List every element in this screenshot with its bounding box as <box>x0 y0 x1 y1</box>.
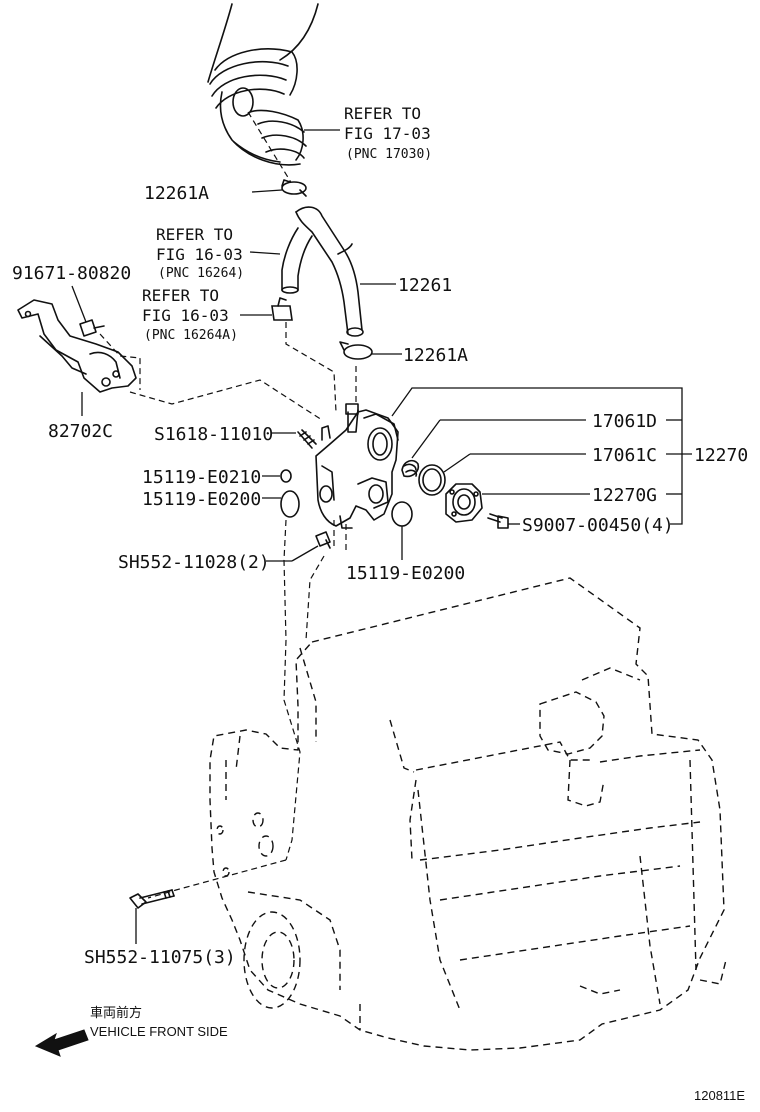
label-15119-e0210: 15119-E0210 <box>142 467 261 488</box>
bolt-sh552-11075 <box>129 889 175 909</box>
upper-hose-drawing <box>207 3 319 185</box>
ref3-line2: FIG 16-03 <box>142 306 229 325</box>
leader-17061c-a <box>443 453 471 473</box>
label-82702c: 82702C <box>48 421 113 442</box>
gasket-17061c <box>418 464 446 496</box>
label-12270: 12270 <box>694 445 748 466</box>
oring-15119-e0200-bottom <box>391 501 413 527</box>
hose-12261 <box>295 206 364 337</box>
leader-91671 <box>71 285 87 323</box>
label-sh552-11075: SH552-11075(3) <box>84 947 236 968</box>
stud-s1618 <box>297 429 317 449</box>
water-inlet-housing <box>315 403 399 529</box>
oring-15119-e0200-left <box>280 490 300 518</box>
clamp-12261a-top <box>281 179 307 197</box>
bracket-82702c <box>17 299 137 393</box>
ref1-line1: REFER TO <box>344 104 421 123</box>
leader-ref2 <box>249 251 281 255</box>
ref3-pnc: (PNC 16264A) <box>144 328 238 343</box>
bolt-91671 <box>79 319 105 337</box>
label-12261: 12261 <box>398 275 452 296</box>
label-15119-e0200-left: 15119-E0200 <box>142 489 261 510</box>
bolt-s9007 <box>487 513 509 529</box>
figure-id: 120811E <box>694 1088 745 1103</box>
bolt-sh552-11028 <box>315 531 331 549</box>
label-17061c: 17061C <box>592 445 657 466</box>
assembly-bracket-12270 <box>391 387 683 525</box>
label-s9007-00450: S9007-00450(4) <box>522 515 674 536</box>
thermostat-17061d <box>401 459 420 478</box>
label-12261a-bottom: 12261A <box>403 345 468 366</box>
label-12270g: 12270G <box>592 485 657 506</box>
clamp-12261a-bottom <box>339 341 373 360</box>
label-15119-e0200-bottom: 15119-E0200 <box>346 563 465 584</box>
label-vehicle-front-side: VEHICLE FRONT SIDE <box>90 1024 228 1039</box>
front-direction-arrow-icon <box>34 1029 89 1057</box>
ref3-line1: REFER TO <box>142 286 219 305</box>
leader-sh552-11028-b <box>291 545 319 562</box>
oring-15119-e0210 <box>280 469 292 483</box>
ref1-line2: FIG 17-03 <box>344 124 431 143</box>
leader-17061d-a <box>411 419 441 459</box>
ref2-line1: REFER TO <box>156 225 233 244</box>
label-91671-80820: 91671-80820 <box>12 263 131 284</box>
ref2-line2: FIG 16-03 <box>156 245 243 264</box>
ref2-hose-drawing <box>281 227 313 294</box>
cover-12270g <box>445 483 483 523</box>
label-12261a-top: 12261A <box>144 183 209 204</box>
engine-block-outline <box>209 577 727 1051</box>
ref1-pnc: (PNC 17030) <box>346 147 432 162</box>
label-17061d: 17061D <box>592 411 657 432</box>
leader-12261a-top <box>251 189 283 193</box>
label-sh552-11028: SH552-11028(2) <box>118 552 270 573</box>
label-s1618-11010: S1618-11010 <box>154 424 273 445</box>
label-vehicle-front-japanese: 車両前方 <box>90 1005 142 1020</box>
ref3-clamp-drawing <box>271 297 293 321</box>
ref2-pnc: (PNC 16264) <box>158 266 244 281</box>
